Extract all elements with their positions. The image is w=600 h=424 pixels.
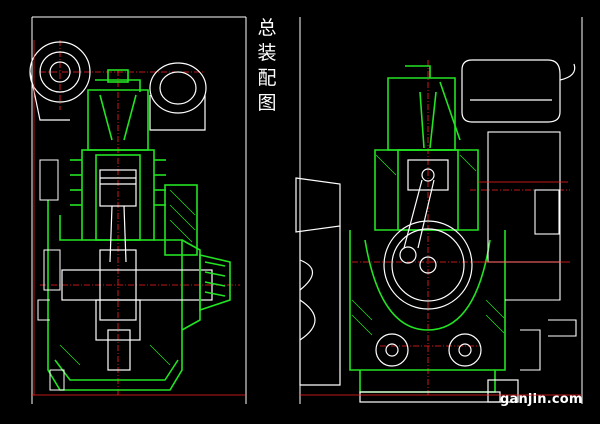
drawing-title: 总 装 配 图	[256, 16, 278, 116]
crankcase	[47, 184, 198, 391]
crankshaft	[61, 249, 213, 371]
front-crankcase	[349, 230, 506, 393]
watermark: ganjin.com	[500, 392, 583, 407]
engine-base	[359, 379, 519, 403]
pulley	[181, 239, 231, 331]
muffler-housing	[149, 62, 207, 131]
title-char: 装	[257, 42, 277, 64]
cylinder-barrel	[70, 149, 166, 241]
front-piston-rod	[403, 159, 449, 249]
balance-gears	[375, 333, 482, 367]
side-hatching	[59, 189, 196, 366]
front-cylinder-head	[387, 65, 461, 151]
fuel-tank	[461, 59, 576, 123]
air-filter-housing	[29, 41, 91, 121]
title-char: 图	[257, 92, 277, 114]
side-accessories	[37, 159, 65, 391]
crank-disk	[383, 220, 473, 310]
front-centerlines	[352, 60, 570, 395]
front-hatching	[351, 154, 505, 336]
intake-horn	[295, 177, 341, 386]
piston	[99, 169, 137, 263]
side-section-view	[29, 40, 245, 396]
front-cylinder-block	[374, 149, 479, 231]
title-char: 总	[257, 17, 277, 39]
title-char: 配	[257, 67, 277, 89]
front-leaders	[300, 181, 582, 396]
side-leaders	[32, 40, 245, 396]
side-cover	[487, 131, 577, 371]
drawing-frame	[31, 16, 583, 404]
front-section-view	[295, 59, 582, 403]
